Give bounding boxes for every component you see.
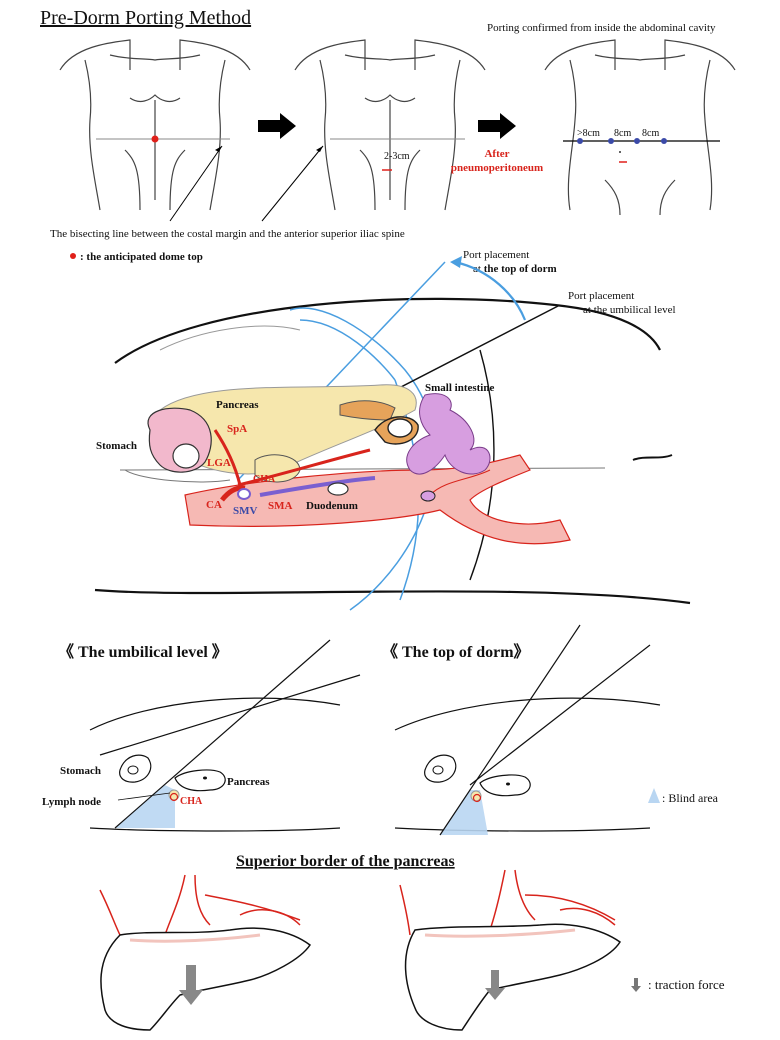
- pointer-line-1: [169, 145, 223, 222]
- umbilical-floor: [89, 827, 341, 832]
- note-top-right: Porting confirmed from inside the abdomi…: [487, 22, 716, 34]
- abdominal-wall-outline: [114, 297, 661, 364]
- lga-vessel: [213, 429, 242, 486]
- stomach-lumen: [172, 443, 200, 469]
- aorta: [184, 454, 571, 545]
- smv-lumen: [237, 488, 251, 500]
- label-sma: SMA: [268, 500, 293, 512]
- dorm-wall: [394, 697, 661, 731]
- aorta-branch: [429, 469, 491, 496]
- superior-border-title: Superior border of the pancreas: [236, 853, 455, 870]
- inner-wall-curve: [159, 325, 301, 351]
- port-umb-label-2: at the umbilical level: [583, 304, 676, 316]
- back-outline: [94, 588, 691, 605]
- port-dot-2: [608, 138, 614, 144]
- stomach-edge: [124, 469, 231, 483]
- umbilical-port-line-2: [99, 674, 361, 756]
- dome-curve-1: [289, 307, 436, 611]
- small-intestine: [406, 393, 491, 475]
- ca-vessel: [220, 485, 246, 502]
- stomach-lumen-right: [432, 765, 444, 775]
- label-pancreas: Pancreas: [216, 399, 259, 411]
- port-umb-label-1: Port placement: [568, 290, 634, 302]
- umbilical-title: 《 The umbilical level 》: [58, 643, 228, 661]
- torso-figure-3: [544, 39, 736, 216]
- legend-dot-label: : the anticipated dome top: [80, 251, 203, 263]
- pointer-head-2: [316, 146, 323, 152]
- traction-legend-icon: [631, 978, 641, 992]
- lymph-pointer: [117, 792, 171, 801]
- blind-area-label: : Blind area: [662, 791, 719, 805]
- lower-label-stomach: Stomach: [60, 765, 101, 777]
- label-cha: CHA: [253, 474, 276, 485]
- dorm-port-line-1: [439, 624, 581, 836]
- stomach-outline-right: [424, 754, 457, 783]
- duodenum-lumen: [327, 482, 349, 496]
- measure-label: 2-3cm: [384, 151, 410, 162]
- label-small-intestine: Small intestine: [425, 382, 494, 394]
- lower-label-pancreas: Pancreas: [227, 776, 270, 788]
- lower-label-lymph-node: Lymph node: [42, 796, 101, 808]
- label-lga: LGA: [207, 457, 231, 469]
- pancreas-drawing-right: [399, 869, 622, 1031]
- label-smv: SMV: [233, 505, 258, 517]
- blind-area-legend-icon: [648, 788, 660, 803]
- dome-curve-3: [299, 319, 396, 381]
- stomach-outline-left: [119, 754, 152, 783]
- traction-arrow-right: [485, 970, 505, 1000]
- torso-figure-1: [59, 39, 251, 211]
- torso-figure-2: [294, 39, 486, 211]
- jejunum-lumen: [387, 418, 413, 438]
- dorm-floor: [394, 827, 651, 832]
- blind-area-left: [115, 785, 175, 828]
- stomach-lumen-left: [127, 765, 139, 775]
- tick-mark: [632, 454, 673, 461]
- port-dot-1: [577, 138, 583, 144]
- dome-top-dot: [151, 135, 159, 143]
- dorm-title: 《 The top of dorm》: [382, 643, 530, 661]
- traction-arrow-left: [179, 965, 203, 1005]
- pancreas-drawing-left: [99, 874, 312, 1031]
- umbilicus-dot: [619, 151, 621, 153]
- after-label: After: [484, 148, 509, 160]
- distance-label-1: >8cm: [577, 128, 600, 139]
- legend-dot-icon: [70, 253, 76, 259]
- distance-label-3: 8cm: [642, 128, 659, 139]
- pancreas-duct-right: [506, 782, 510, 786]
- label-stomach: Stomach: [96, 440, 137, 452]
- pancreas-outline-right: [479, 774, 531, 797]
- cha-circle-left: [169, 792, 179, 802]
- rotation-arrow-head: [450, 256, 462, 268]
- arrow-icon-2: [478, 113, 516, 139]
- dorm-port-line-2: [469, 644, 651, 786]
- pancreas-outline-left: [174, 769, 226, 792]
- lower-label-cha: CHA: [180, 796, 203, 807]
- pointer-line-2: [261, 145, 324, 222]
- label-ca: CA: [206, 499, 222, 511]
- rotation-arrow: [454, 260, 527, 321]
- after-label-2: pneumoperitoneum: [451, 162, 543, 174]
- label-duodenum: Duodenum: [306, 500, 358, 512]
- pancreas-duct-left: [203, 776, 207, 780]
- distance-label-2: 8cm: [614, 128, 631, 139]
- port-dot-4: [661, 138, 667, 144]
- pointer-head-1: [215, 146, 222, 152]
- umbilical-wall: [89, 697, 341, 731]
- smv-vessel: [259, 476, 376, 497]
- label-spa: SpA: [227, 423, 247, 435]
- bowel-end: [420, 490, 436, 502]
- port-top-label-2: at the top of dorm: [473, 263, 557, 275]
- page-title: Pre-Dorm Porting Method: [40, 7, 251, 29]
- cha-vessel: [237, 448, 371, 487]
- umbilical-port-line-1: [114, 639, 331, 829]
- traction-label: : traction force: [648, 977, 725, 992]
- arrow-icon-1: [258, 113, 296, 139]
- bisecting-caption: The bisecting line between the costal ma…: [50, 228, 405, 240]
- cha-circle-right: [472, 793, 482, 803]
- port-dot-3: [634, 138, 640, 144]
- port-top-label-1: Port placement: [463, 249, 529, 261]
